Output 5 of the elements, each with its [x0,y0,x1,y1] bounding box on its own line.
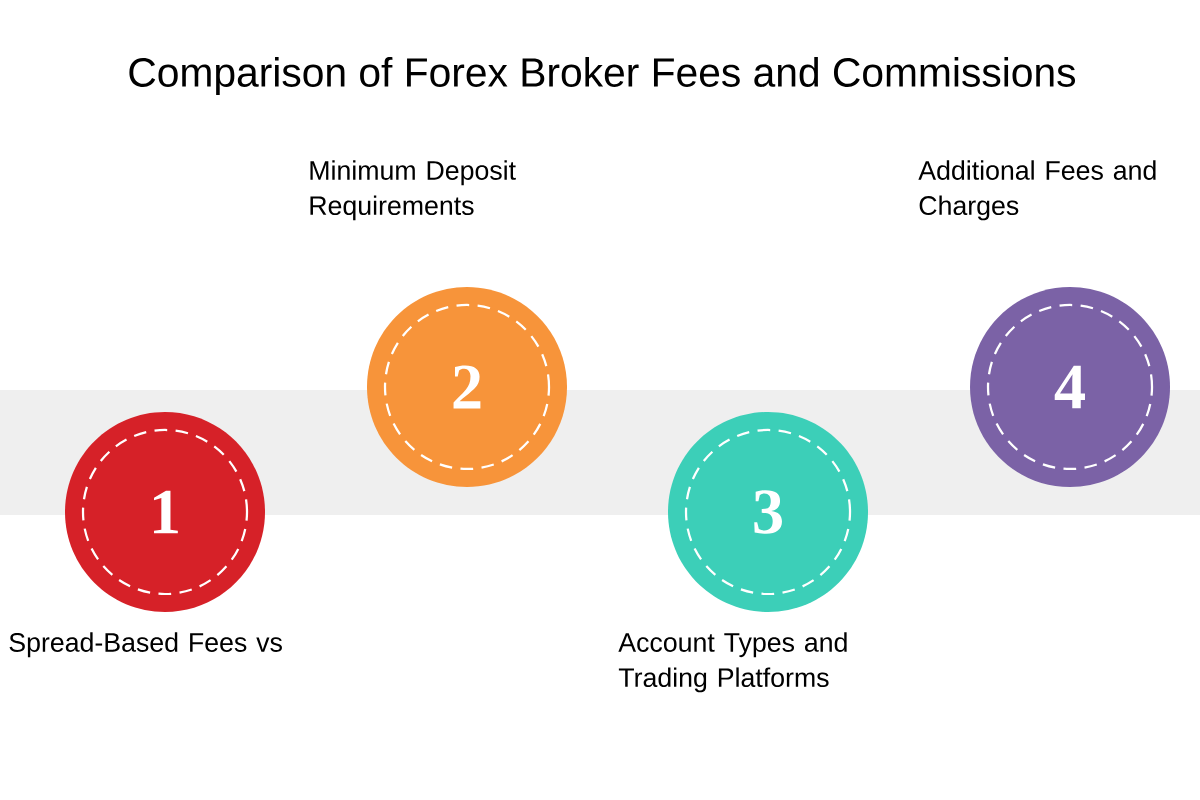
title: Comparison of Forex Broker Fees and Commissions [129,57,1076,95]
step-label: Minimum Deposit Requirements [310,160,516,221]
step-label: Account Types and Trading Platforms [618,632,847,693]
step-label: Additional Fees and Charges [918,160,1156,221]
step-label: Spread-Based Fees vs [9,632,282,658]
